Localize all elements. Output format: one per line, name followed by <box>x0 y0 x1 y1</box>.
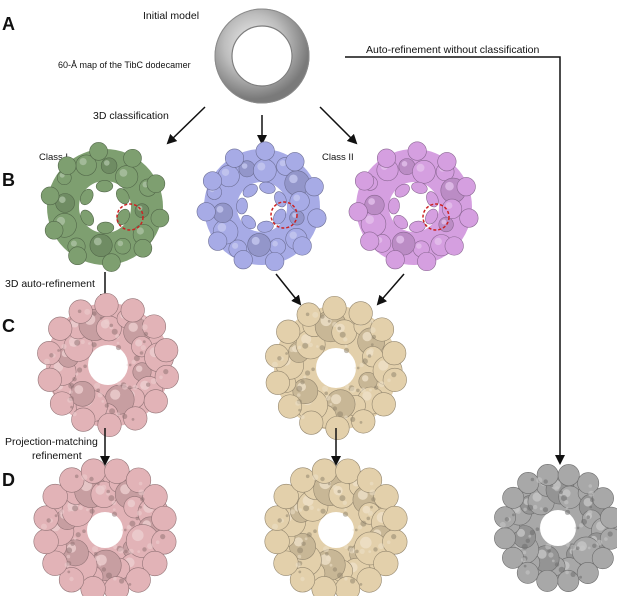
unclassified-refined-map <box>494 464 617 592</box>
arrow-auto-refinement-bypass <box>345 56 565 465</box>
class-2-map <box>348 141 479 272</box>
arrow-middle-to-class-2-refined <box>275 273 302 306</box>
arrow-to-class-1 <box>166 106 206 145</box>
middle-class-highlight-circle <box>270 201 298 229</box>
class-1-projection-refined-map <box>33 458 177 596</box>
initial-model-ring <box>214 8 310 104</box>
panel-label-c: C <box>2 316 15 336</box>
class-2-projection-refined-map <box>264 458 408 596</box>
projection-matching-label: Projection-matching <box>5 436 98 448</box>
class-1-label: Class I <box>39 152 69 163</box>
class-2-label: Class II <box>322 152 354 163</box>
initial-model-label: Initial model <box>143 10 200 22</box>
auto-refinement-without-classification-label: Auto-refinement without classification <box>366 44 540 56</box>
class-2-auto-refined-map <box>265 295 407 441</box>
auto-refinement-3d-label: 3D auto-refinement <box>5 278 95 290</box>
panel-label-b: B <box>2 170 15 190</box>
arrow-to-class-2 <box>319 106 358 145</box>
class-1-auto-refined-map <box>37 292 179 438</box>
classification-3d-label: 3D classification <box>93 110 169 122</box>
map-caption-label: 60-Å map of the TibC dodecamer <box>58 60 191 70</box>
panel-label-d: D <box>2 470 15 490</box>
refinement-label: refinement <box>32 450 82 462</box>
arrow-class-2-to-refined <box>376 273 405 306</box>
class-2-highlight-circle <box>422 203 450 231</box>
panel-label-a: A <box>2 14 15 34</box>
middle-class-map <box>196 141 327 272</box>
class-1-highlight-circle <box>116 203 144 231</box>
class-1-map <box>40 142 170 272</box>
